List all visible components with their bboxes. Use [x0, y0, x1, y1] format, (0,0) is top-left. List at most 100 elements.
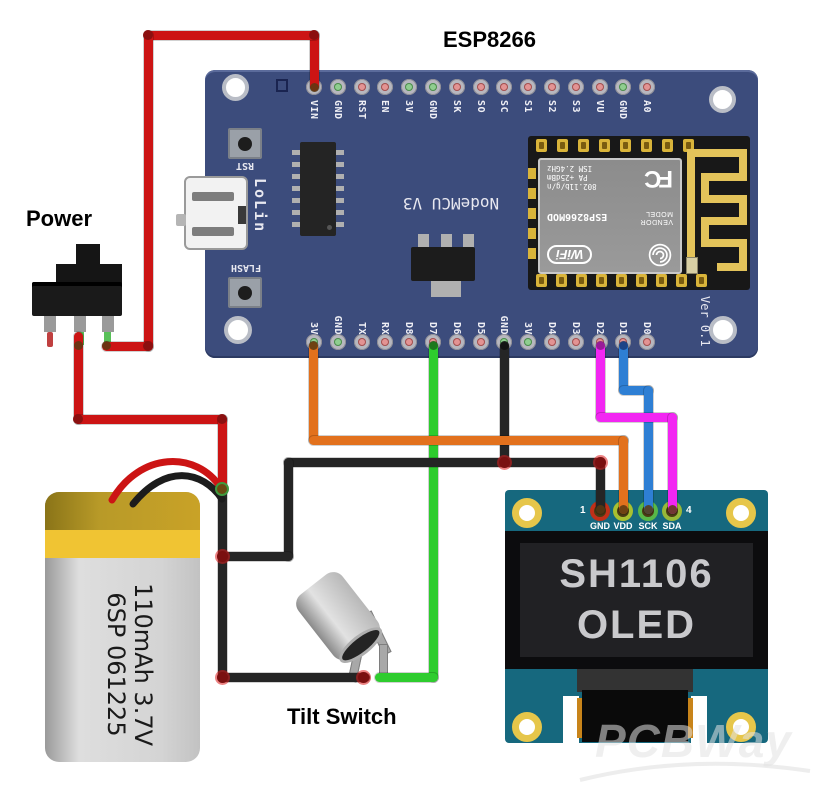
usb-pin — [192, 192, 234, 201]
wire-green-d7 — [375, 673, 438, 682]
pin-s2 — [544, 79, 560, 95]
cert-line: ISM 2.4GHz — [547, 164, 593, 174]
mounting-hole — [222, 74, 249, 101]
silkscreen-symbol — [276, 79, 288, 92]
pin-label: D3 — [570, 321, 581, 335]
pin-label: TX — [356, 321, 367, 335]
fcc-logo: FC — [647, 165, 673, 192]
pin-label: SC — [498, 100, 509, 114]
wire-blue-d1 — [644, 386, 653, 514]
battery-label: 110mAh 3.7V 6SP 061225 — [102, 562, 157, 767]
wire-endpoint — [102, 341, 111, 350]
oled-mounting-hole — [726, 498, 756, 528]
wire-endpoint — [596, 341, 605, 350]
pin-label: SO — [475, 100, 486, 114]
pin-en — [377, 79, 393, 95]
wire-blue-d1 — [619, 386, 653, 395]
pin-gnd — [425, 79, 441, 95]
flash-button — [228, 277, 262, 308]
smd-component — [686, 257, 698, 274]
oled-pin-label: VDD — [613, 521, 633, 531]
switch-leg-stub — [47, 332, 53, 347]
wire-black-gnd — [218, 673, 370, 682]
mounting-hole — [709, 316, 737, 344]
junction-dot — [217, 551, 228, 562]
wire-red-vin — [144, 31, 153, 351]
pin-label: GND — [498, 315, 509, 335]
mounting-hole — [224, 316, 252, 344]
wire-red-battery — [74, 415, 227, 424]
battery-stripe — [45, 530, 200, 558]
pin-tx — [354, 334, 370, 350]
pin-gnd — [615, 79, 631, 95]
model-label-shield: MODEL — [645, 210, 673, 217]
wire-endpoint — [310, 83, 319, 92]
regulator-leg — [418, 234, 429, 249]
pin-label: GND — [332, 100, 343, 120]
oled-pin-label: SCK — [638, 521, 658, 531]
oled-text-line1: SH1106 — [559, 552, 714, 596]
oled-notch — [563, 696, 579, 743]
pin-d6 — [449, 334, 465, 350]
pin-s3 — [568, 79, 584, 95]
wire-black-gnd — [500, 342, 509, 466]
oled-ribbon — [577, 666, 693, 692]
mounting-hole — [709, 86, 736, 113]
pin-rx — [377, 334, 393, 350]
pin-gnd — [330, 334, 346, 350]
pin-label: D2 — [594, 321, 605, 335]
switch-slider — [56, 264, 122, 284]
wire-orange-3v — [309, 342, 318, 444]
pin-label: GND — [427, 100, 438, 120]
pin-gnd — [330, 79, 346, 95]
pin-label: D5 — [475, 321, 486, 335]
battery-cap — [45, 492, 200, 532]
wire-endpoint — [619, 505, 628, 514]
pin-label: 3V — [522, 321, 533, 335]
wire-red-battery — [74, 332, 83, 424]
esp-shield: WiFi VENDOR MODEL ESP8266MOD FC 802.11b/… — [538, 158, 682, 274]
power-switch-body — [32, 282, 122, 316]
pin-label: D8 — [403, 321, 414, 335]
cert-line: PA +25dBm — [547, 173, 588, 183]
pin-label: D4 — [546, 321, 557, 335]
oled-pin-label: GND — [590, 521, 610, 531]
pin-vu — [592, 79, 608, 95]
corner-dot — [309, 30, 319, 40]
pin-label: D7 — [427, 321, 438, 335]
regulator-leg — [441, 234, 452, 249]
wire-endpoint — [619, 341, 628, 350]
label-tilt-switch: Tilt Switch — [287, 704, 397, 729]
oled-connector-edge — [686, 698, 693, 738]
pin-label: RX — [379, 321, 390, 335]
oled-display: SH1106 OLED — [520, 543, 753, 657]
oled-mounting-hole — [726, 712, 756, 742]
wire-blue-d1 — [619, 342, 628, 394]
pin-d0 — [639, 334, 655, 350]
oled-text-line2: OLED — [576, 603, 697, 647]
junction-dot — [217, 672, 228, 683]
voltage-regulator — [411, 247, 475, 281]
label-power: Power — [26, 206, 93, 231]
oled-pin-number-4: 4 — [686, 505, 692, 516]
switch-leg-tip — [104, 332, 111, 345]
pin-d8 — [401, 334, 417, 350]
wire-magenta-d2 — [668, 413, 677, 514]
vendor-label: VENDOR — [640, 218, 673, 225]
wire-endpoint — [596, 505, 605, 514]
pin-s1 — [520, 79, 536, 95]
switch-leg — [44, 316, 56, 332]
pin-label: D6 — [451, 321, 462, 335]
battery-spec: 110mAh 3.7V — [129, 582, 157, 747]
junction-dot — [358, 672, 369, 683]
wire-red-vin — [144, 31, 319, 40]
regulator-tab — [431, 281, 461, 297]
regulator-leg — [463, 234, 474, 249]
pin-label: 3V — [403, 100, 414, 114]
switch-leg — [74, 316, 86, 332]
pin-label: GND — [617, 100, 628, 120]
battery-model: 6SP 061225 — [102, 592, 130, 737]
chip-model: ESP8266MOD — [547, 211, 608, 223]
pin-label: S3 — [570, 100, 581, 114]
wire-black-gnd — [596, 458, 605, 514]
